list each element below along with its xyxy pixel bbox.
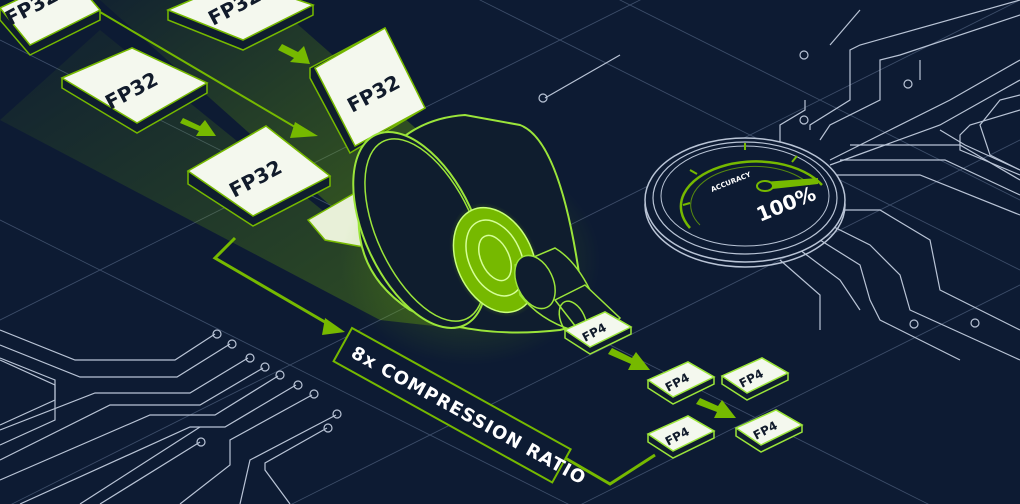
output-chip: FP4	[720, 357, 790, 401]
input-flow-arrows	[99, 11, 318, 138]
arrow-icon	[608, 348, 650, 370]
input-chip: FP32	[309, 26, 426, 155]
output-chip: FP4	[646, 361, 716, 405]
output-chip: FP4	[734, 409, 804, 453]
arrow-icon	[278, 44, 310, 64]
arrow-icon	[696, 398, 736, 418]
arrow-icon	[290, 122, 318, 138]
compression-funnel	[340, 113, 622, 365]
gauge-needle	[763, 178, 818, 190]
arrow-icon	[180, 118, 216, 136]
arrow-icon	[322, 318, 345, 335]
accuracy-gauge: ACCURACY 100%	[644, 137, 846, 268]
gauge-arc	[679, 160, 823, 229]
output-chip: FP4	[563, 311, 633, 355]
input-chip: FP32	[166, 0, 315, 51]
output-chip: FP4	[646, 415, 716, 459]
circuit-traces-left	[0, 329, 342, 504]
input-chip: FP32	[0, 0, 102, 56]
output-flow-arrows	[608, 348, 736, 418]
circuit-traces-right	[538, 0, 1020, 361]
input-chip: FP32	[60, 47, 209, 134]
input-chip: FP32	[186, 125, 332, 227]
compression-bracket	[212, 236, 656, 486]
